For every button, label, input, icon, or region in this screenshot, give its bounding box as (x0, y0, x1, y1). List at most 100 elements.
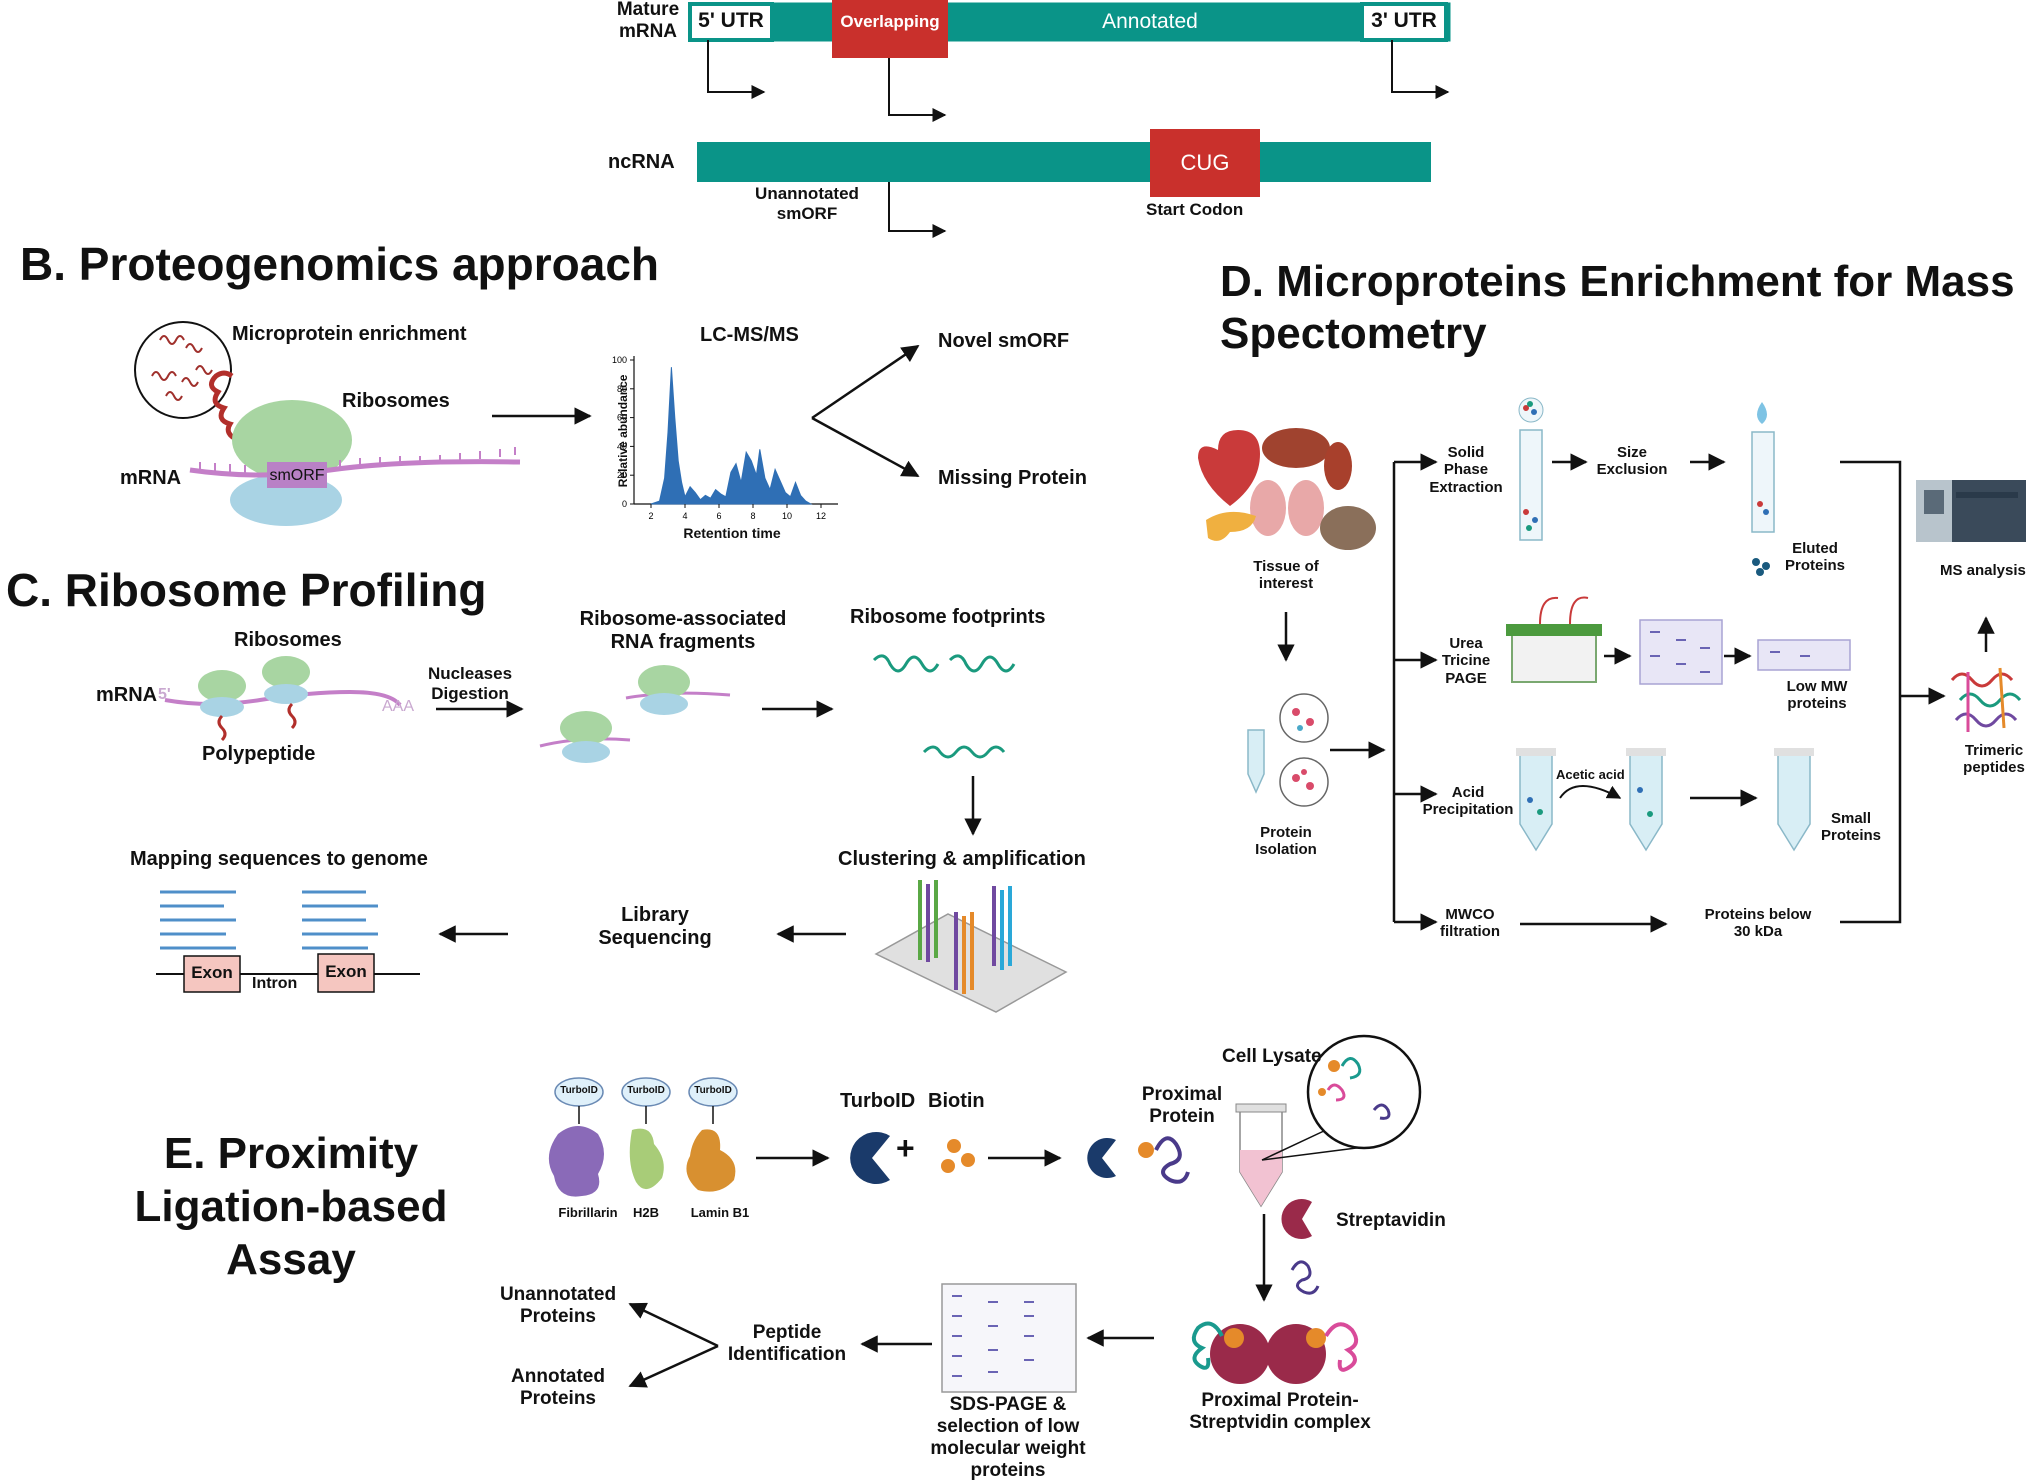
sds-gel-icon (941, 1283, 1077, 1393)
biotin-dot (961, 1153, 975, 1167)
trimeric-peptides-icon (1950, 667, 2022, 732)
below30-label: Proteins below 30 kDa (1704, 906, 1812, 941)
mrna-ticks (199, 447, 516, 473)
intron-label: Intron (252, 975, 298, 992)
proximal-protein-squiggle (1154, 1136, 1190, 1184)
start-codon-label: Start Codon (1146, 200, 1244, 219)
h2b-protein-icon (629, 1128, 664, 1190)
utr3-start-arrow (1391, 40, 1450, 99)
h2b-label: H2B (632, 1205, 659, 1220)
ribosome-2-small (264, 684, 308, 704)
profiling-ribosomes-label: Ribosomes (234, 629, 342, 651)
microprotein-squiggle (195, 365, 213, 375)
ncrna-label: ncRNA (608, 151, 675, 173)
library-label: Library Sequencing (598, 904, 712, 949)
fragment-ribo-small (640, 693, 688, 715)
cell-lysate-label: Cell Lysate (1222, 1046, 1322, 1067)
gel-slice-icon (1757, 639, 1851, 671)
organ-icons (1198, 428, 1376, 550)
x-tick-label: 4 (682, 511, 687, 521)
footprint (948, 654, 1016, 673)
biotin-label: Biotin (928, 1090, 985, 1112)
free-protein-squiggle (1290, 1260, 1320, 1295)
smorf-label: smORF (269, 467, 325, 484)
tissue-label: Tissue of interest (1253, 558, 1319, 593)
ribosome-1-small (200, 697, 244, 717)
utr5-label: 5' UTR (698, 9, 764, 32)
turboid-tag-2: TurboID (627, 1085, 665, 1096)
annotated-proteins-label: Annotated Proteins (511, 1366, 605, 1409)
x-tick-label: 12 (816, 511, 826, 521)
turboid-tag-3: TurboID (694, 1085, 732, 1096)
utr5-start-arrow (707, 40, 766, 99)
acid-tubes-icon (1516, 748, 1814, 852)
lung-icon (1250, 480, 1286, 536)
mature-mrna-label: Mature mRNA (616, 0, 680, 42)
exon-2-label: Exon (325, 962, 367, 981)
streptavidin-label: Streptavidin (1336, 1210, 1446, 1231)
section-a-graphics (688, 0, 1451, 238)
cug-label: CUG (1180, 150, 1230, 175)
biotin-dot (947, 1139, 961, 1153)
ribosome-2-large (262, 656, 310, 688)
section-d-title: D. Microproteins Enrichment for Mass Spe… (1220, 257, 2015, 358)
biotin-tag (1224, 1328, 1244, 1348)
spe-label: Solid Phase Extraction (1429, 444, 1503, 496)
y-tick-label: 40 (617, 441, 627, 451)
pancreas-icon (1206, 511, 1256, 541)
brain-icon (1320, 506, 1376, 550)
microprotein-squiggle (165, 391, 183, 401)
x-tick-label: 8 (750, 511, 755, 521)
eluted-label: Eluted Proteins (1784, 540, 1845, 575)
fragments-label: Ribosome-associated RNA fragments (579, 608, 787, 653)
biotin-tag (1138, 1142, 1154, 1158)
merge-line (1840, 460, 1902, 924)
proximal-label: Proximal Protein (1141, 1084, 1223, 1127)
fragment-ribo-large (638, 665, 690, 699)
smorf-box (267, 462, 327, 488)
x-tick-label: 2 (648, 511, 653, 521)
footprint (922, 745, 1006, 759)
mwco-label: MWCO filtration (1440, 906, 1500, 941)
fragment-ribo-small (562, 741, 610, 763)
utr3-label: 3' UTR (1371, 9, 1437, 32)
ncrna-bar (697, 142, 1431, 182)
ms-analysis-label: MS analysis (1940, 562, 2026, 579)
biotin-tag (1306, 1328, 1326, 1348)
turboid-tag-1: TurboID (560, 1085, 598, 1096)
turboid-bound-icon (1087, 1138, 1116, 1178)
nascent-peptide (209, 370, 240, 443)
five-prime-label: 5' (158, 686, 171, 703)
lamin-label: Lamin B1 (690, 1205, 750, 1220)
x-tick-label: 10 (782, 511, 792, 521)
x-tick-label: 6 (716, 511, 721, 521)
ribosomes-label: Ribosomes (342, 390, 450, 412)
ms-instrument-icon (1916, 480, 2026, 542)
to-annotated-arrow (628, 1344, 719, 1388)
microprotein-squiggle (181, 377, 199, 387)
to-missing-arrow (811, 416, 920, 478)
streptavidin-icon (1281, 1199, 1312, 1240)
polypeptide-chain (217, 714, 227, 742)
annotated-label: Annotated (1102, 10, 1198, 33)
kidney-icon (1324, 442, 1352, 490)
section-c-title: C. Ribosome Profiling (6, 564, 487, 616)
fibrillarin-label: Fibrillarin (558, 1205, 618, 1220)
turboid-enzyme-icon (850, 1132, 890, 1185)
polypeptide-chain (287, 702, 297, 730)
y-tick-label: 20 (617, 470, 627, 480)
isolation-label: Protein Isolation (1255, 824, 1317, 859)
page-apparatus-icon (1506, 596, 1602, 683)
section-e-title: E. Proximity Ligation-based Assay (134, 1129, 448, 1284)
low-mw-label: Low MW proteins (1786, 678, 1848, 713)
section-d-graphics (1198, 397, 2026, 933)
y-tick-label: 80 (617, 384, 627, 394)
size-exclusion-label: Size Exclusion (1596, 444, 1668, 479)
footprint (872, 654, 940, 673)
smorf-start-arrow (888, 182, 947, 238)
complex-label: Proximal Protein- Streptvidin complex (1189, 1390, 1371, 1433)
acetic-label: Acetic acid (1556, 767, 1625, 782)
microprotein-squiggle (151, 371, 177, 381)
